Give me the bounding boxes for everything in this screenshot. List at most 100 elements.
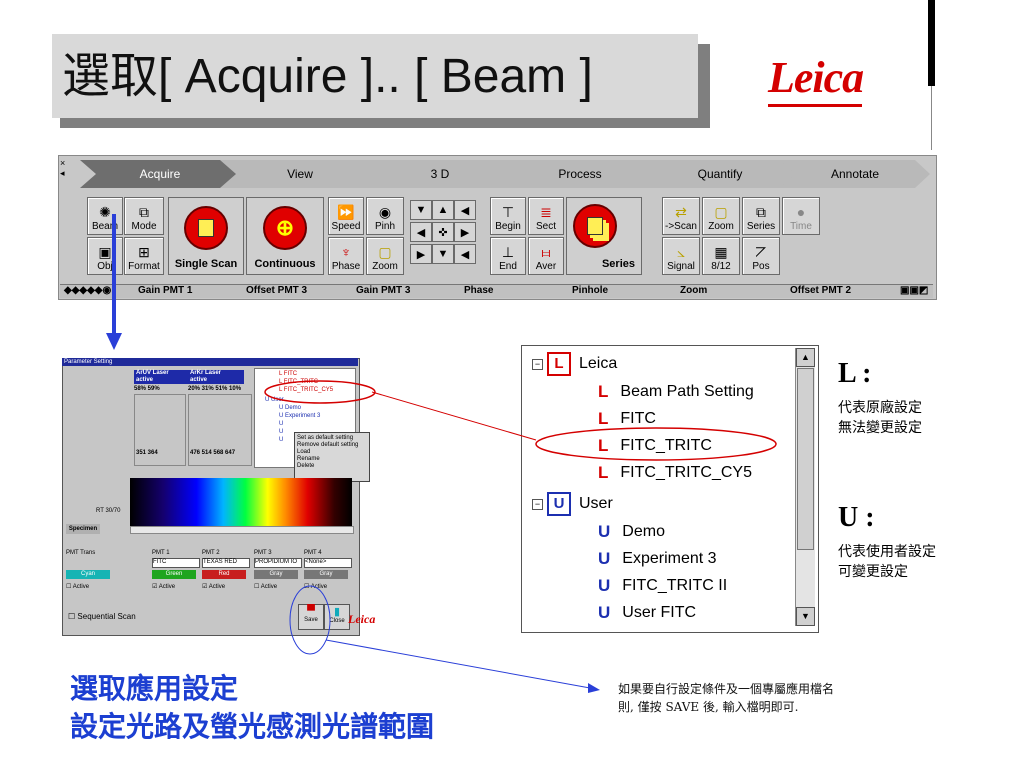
pmt1-active-checkbox[interactable]: ☑ Active: [152, 584, 176, 590]
sequential-scan-checkbox[interactable]: ☐ Sequential Scan: [68, 612, 136, 621]
trans-color-chip[interactable]: Cyan: [66, 570, 110, 579]
small-tree-item[interactable]: U User: [265, 397, 284, 403]
arkr-sliders[interactable]: [188, 394, 252, 466]
dots-indicator[interactable]: ◆◆◆◆◆◉: [64, 285, 112, 296]
menu-item-set-default[interactable]: Set as default setting: [297, 435, 354, 441]
tab-annotate[interactable]: Annotate: [780, 160, 930, 188]
close-button[interactable]: ▮Close: [324, 604, 350, 630]
aruv-sliders[interactable]: [134, 394, 186, 466]
move-back-button[interactable]: ◀: [454, 244, 476, 264]
continuous-button[interactable]: ⊕Continuous: [246, 197, 324, 275]
tab-process[interactable]: Process: [500, 160, 660, 188]
time-button[interactable]: ●Time: [782, 197, 820, 235]
spectrum-panel[interactable]: [130, 478, 352, 526]
speed-button[interactable]: ⏩Speed: [328, 197, 364, 235]
move-down-button[interactable]: ▼: [410, 200, 432, 220]
move-right-button[interactable]: ▶: [410, 244, 432, 264]
close-icon: ▮: [333, 606, 341, 618]
collapse-icon[interactable]: −: [532, 358, 543, 370]
status-offset-pmt3[interactable]: Offset PMT 3: [246, 285, 308, 296]
sect-button[interactable]: ≣Sect: [528, 197, 564, 235]
small-tree-item[interactable]: U: [279, 421, 284, 427]
pmt2-dye-select[interactable]: TEXAS RED: [202, 558, 250, 568]
status-gain-pmt3[interactable]: Gain PMT 3: [356, 285, 411, 296]
move-left-button[interactable]: ◀: [454, 200, 476, 220]
status-offset-pmt2[interactable]: Offset PMT 2: [790, 285, 852, 296]
pmt2-active-checkbox[interactable]: ☑ Active: [202, 584, 226, 590]
scroll-down-icon[interactable]: ▼: [796, 607, 815, 626]
beam-button[interactable]: ✺Beam: [87, 197, 123, 235]
status-zoom[interactable]: Zoom: [680, 285, 708, 296]
menu-item-rename[interactable]: Rename: [297, 456, 320, 462]
center-button[interactable]: ✜: [432, 222, 454, 242]
collapse-icon[interactable]: −: [532, 498, 543, 510]
move-up-button[interactable]: ▲: [432, 200, 454, 220]
series-button[interactable]: Series: [566, 197, 642, 275]
obj-button[interactable]: ▣Obj: [87, 237, 123, 275]
tab-view[interactable]: View: [220, 160, 380, 188]
move-down-2-button[interactable]: ▼: [432, 244, 454, 264]
end-button[interactable]: ⊥End: [490, 237, 526, 275]
pmt1-dye-select[interactable]: FITC: [152, 558, 200, 568]
pos-button[interactable]: ⦢Pos: [742, 237, 780, 275]
ratio-button[interactable]: ▦8/12: [702, 237, 740, 275]
status-pinhole[interactable]: Pinhole: [572, 285, 609, 296]
series2-button[interactable]: ⧉Series: [742, 197, 780, 235]
tab-acquire[interactable]: Acquire: [80, 160, 240, 188]
aver-button[interactable]: ⧦Aver: [528, 237, 564, 275]
small-tree-item[interactable]: U: [279, 437, 284, 443]
status-gain-pmt1[interactable]: Gain PMT 1: [138, 285, 193, 296]
mode-button[interactable]: ⧉Mode: [124, 197, 164, 235]
status-icons[interactable]: ▣▣◩: [900, 285, 929, 296]
format-button[interactable]: ⊞Format: [124, 237, 164, 275]
small-tree-item[interactable]: L FITC_TRITC_CY5: [279, 387, 334, 393]
scroll-up-icon[interactable]: ▲: [796, 348, 815, 367]
small-tree-item[interactable]: U Experiment 3: [279, 413, 321, 419]
pmt3-active-checkbox[interactable]: ☐ Active: [254, 584, 278, 590]
beam-icon: ✺: [99, 204, 111, 220]
menu-item-remove-default[interactable]: Remove default setting: [297, 442, 359, 448]
single-scan-button[interactable]: Single Scan: [168, 197, 244, 275]
menu-item-load[interactable]: Load: [297, 449, 311, 455]
small-tree-item[interactable]: U Demo: [279, 405, 302, 411]
pmt1-color-chip[interactable]: Green: [152, 570, 196, 579]
status-phase[interactable]: Phase: [464, 285, 494, 296]
zoom-button[interactable]: ▢Zoom: [366, 237, 404, 275]
tab-quantify[interactable]: Quantify: [640, 160, 800, 188]
tab-3d[interactable]: 3 D: [360, 160, 520, 188]
status-bar: ◆◆◆◆◆◉ Gain PMT 1 Offset PMT 3 Gain PMT …: [60, 284, 933, 298]
small-tree-item[interactable]: U: [279, 429, 284, 435]
signal-button[interactable]: ⦣Signal: [662, 237, 700, 275]
pmt4-active-checkbox[interactable]: ☐ Active: [304, 584, 328, 590]
pan-left-button[interactable]: ◀: [410, 222, 432, 242]
tree-scrollbar[interactable]: ▲ ▼: [795, 348, 815, 626]
menu-item-delete[interactable]: Delete: [297, 463, 315, 469]
pan-right-button[interactable]: ▶: [454, 222, 476, 242]
zoom2-button[interactable]: ▢Zoom: [702, 197, 740, 235]
phase-button[interactable]: ♆Phase: [328, 237, 364, 275]
pmt2-color-chip[interactable]: Red: [202, 570, 246, 579]
pmt4-color-chip[interactable]: Gray: [304, 570, 348, 579]
to-scan-button[interactable]: ⇄->Scan: [662, 197, 700, 235]
begin-button[interactable]: ⊤Begin: [490, 197, 526, 235]
pmt3-dye-select[interactable]: PROPIDIUM IO: [254, 558, 302, 568]
pmt3-color-chip[interactable]: Gray: [254, 570, 298, 579]
pmt4-dye-select[interactable]: <None>: [304, 558, 352, 568]
save-button[interactable]: ▀Save: [298, 604, 324, 630]
arkr-values: 20% 31% 51% 10%: [188, 386, 242, 392]
toolbar-close-icon[interactable]: ×◂: [60, 158, 66, 178]
trans-active-checkbox[interactable]: ☐ Active: [66, 584, 90, 590]
scroll-thumb[interactable]: [797, 368, 814, 550]
small-tree-item[interactable]: L FITC: [279, 371, 298, 377]
pinh-button[interactable]: ◉Pinh: [366, 197, 404, 235]
